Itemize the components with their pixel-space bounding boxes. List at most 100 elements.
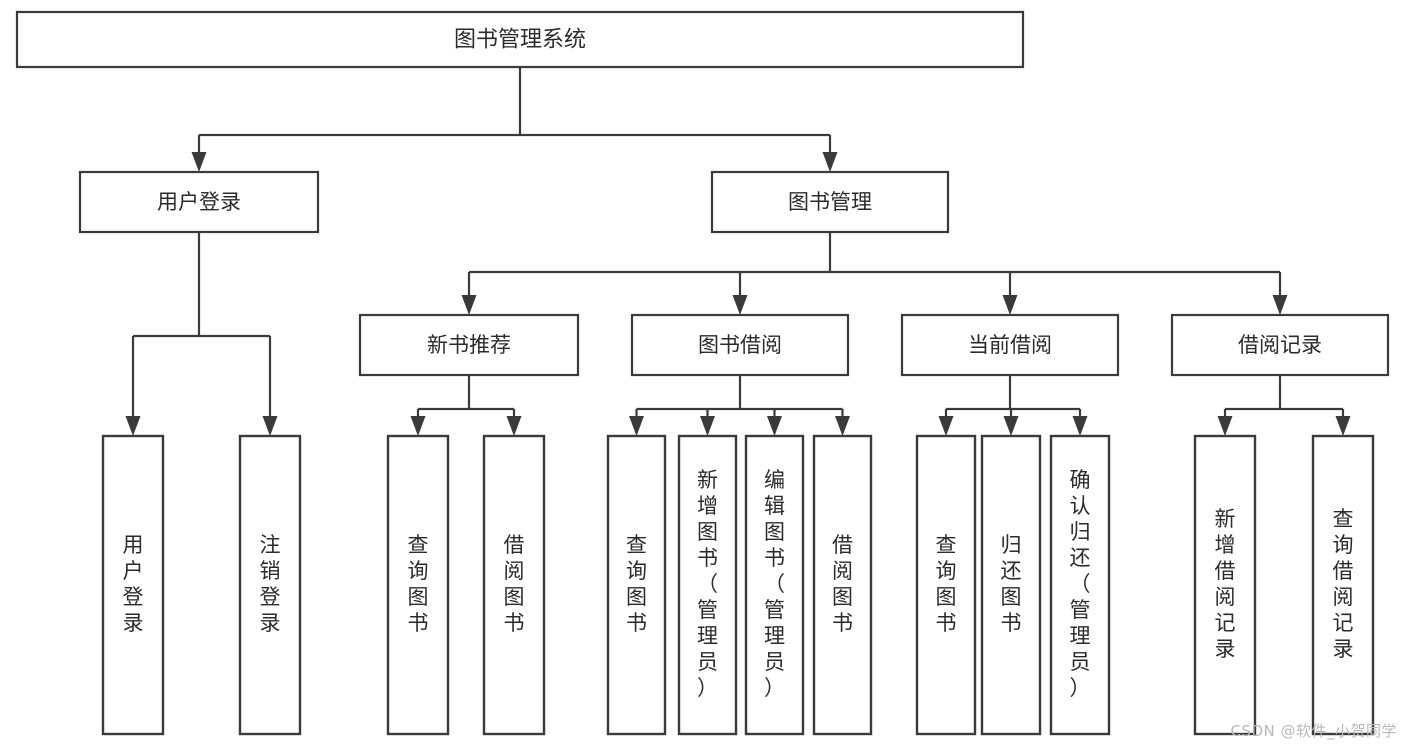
leaf-current-borrow-1[interactable] [980,434,1042,736]
leaf-label-char: 确 [1070,468,1091,492]
leaf-label-char: 查 [626,533,647,557]
leaf-borrow-record-1[interactable] [1311,434,1375,736]
leaf-label-char: 认 [1070,494,1091,518]
arrow-head-icon [506,416,522,436]
leaf-book-borrow-2[interactable] [744,434,805,736]
leaf-label-char: 图 [697,520,718,544]
arrow-head-icon [732,295,748,315]
leaf-user-login-0-label: 用户登录 [123,533,144,635]
arrow-head-icon [125,416,141,436]
leaf-label-char: 借 [1333,559,1354,583]
node-book-borrow[interactable] [630,313,850,377]
leaf-label-char: 理 [697,624,718,648]
leaf-label-char: 录 [1333,637,1354,661]
leaf-label-char: 增 [697,494,718,518]
arrow-head-icon [191,152,207,172]
leaf-book-borrow-0[interactable] [606,434,667,736]
leaf-label-char: 管 [697,598,718,622]
arrow-head-icon [1003,416,1019,436]
leaf-label-char: 询 [1333,533,1354,557]
leaf-label-char: 增 [1215,533,1236,557]
leaf-label-char: 登 [260,585,281,609]
leaf-label-char: 户 [123,559,144,583]
leaf-label-char: 辑 [764,494,785,518]
leaf-label-char: ） [764,676,785,700]
leaf-label-char: 询 [626,559,647,583]
arrow-head-icon [410,416,426,436]
leaf-book-borrow-3[interactable] [812,434,873,736]
node-book-borrow-label: 图书借阅 [698,333,782,357]
leaf-label-char: 书 [1001,611,1022,635]
leaf-label-char: 管 [1070,598,1091,622]
leaf-label-char: 图 [626,585,647,609]
leaf-new-book-recommend-1[interactable] [482,434,546,736]
arrow-head-icon [461,295,477,315]
arrow-head-icon [938,416,954,436]
leaf-new-book-recommend-0[interactable] [386,434,450,736]
arrow-head-icon [767,416,782,436]
leaf-label-char: 录 [260,611,281,635]
leaf-label-char: 阅 [1215,585,1236,609]
leaf-label-char: 管 [764,598,785,622]
leaf-book-borrow-1[interactable] [677,434,738,736]
arrow-head-icon [1072,416,1088,436]
leaf-label-char: 归 [1001,533,1022,557]
leaf-label-char: 还 [1001,559,1022,583]
leaf-label-char: 图 [408,585,429,609]
leaf-label-char: 理 [1070,624,1091,648]
node-borrow-record[interactable] [1170,313,1390,377]
leaf-label-char: 销 [260,559,281,583]
leaf-label-char: 询 [936,559,957,583]
node-borrow-record-label: 借阅记录 [1238,333,1322,357]
leaf-label-char: 登 [123,585,144,609]
leaf-label-char: 阅 [832,559,853,583]
leaf-label-char: 图 [832,585,853,609]
arrow-head-icon [262,416,278,436]
arrow-head-icon [1217,416,1233,436]
arrow-head-icon [1272,295,1288,315]
leaf-label-char: 图 [764,520,785,544]
leaf-label-char: 借 [832,533,853,557]
node-root-book-management-system[interactable] [15,10,1025,69]
leaf-user-login-1[interactable] [238,434,302,736]
leaf-label-char: 用 [123,533,144,557]
node-new-book-recommend[interactable] [358,313,580,377]
node-current-borrow[interactable] [900,313,1120,377]
leaf-label-char: 员 [764,650,785,674]
leaf-label-char: 书 [936,611,957,635]
leaf-label-char: 编 [764,468,785,492]
leaf-label-char: （ [764,572,785,596]
arrow-head-icon [1335,416,1351,436]
leaf-label-char: 书 [764,546,785,570]
leaf-label-char: 新 [697,468,718,492]
leaf-label-char: 录 [123,611,144,635]
leaf-label-char: 借 [1215,559,1236,583]
leaf-user-login-0[interactable] [101,434,165,736]
leaf-current-borrow-0[interactable] [915,434,977,736]
node-user-login-label: 用户登录 [157,190,241,214]
arrow-head-icon [629,416,644,436]
leaf-current-borrow-2[interactable] [1049,434,1111,736]
arrow-head-icon [1002,295,1018,315]
leaf-label-char: 书 [504,611,525,635]
node-new-book-recommend-label: 新书推荐 [427,333,511,357]
node-book-management[interactable] [710,170,950,234]
arrow-head-icon [822,152,838,172]
node-root-label: 图书管理系统 [454,28,586,53]
leaf-label-char: 查 [408,533,429,557]
leaf-label-char: 注 [260,533,281,557]
leaf-label-char: 书 [697,546,718,570]
leaf-label-char: 书 [626,611,647,635]
leaf-borrow-record-0[interactable] [1193,434,1257,736]
leaf-label-char: 图 [1001,585,1022,609]
leaf-label-char: 书 [408,611,429,635]
leaf-label-char: 还 [1070,546,1091,570]
